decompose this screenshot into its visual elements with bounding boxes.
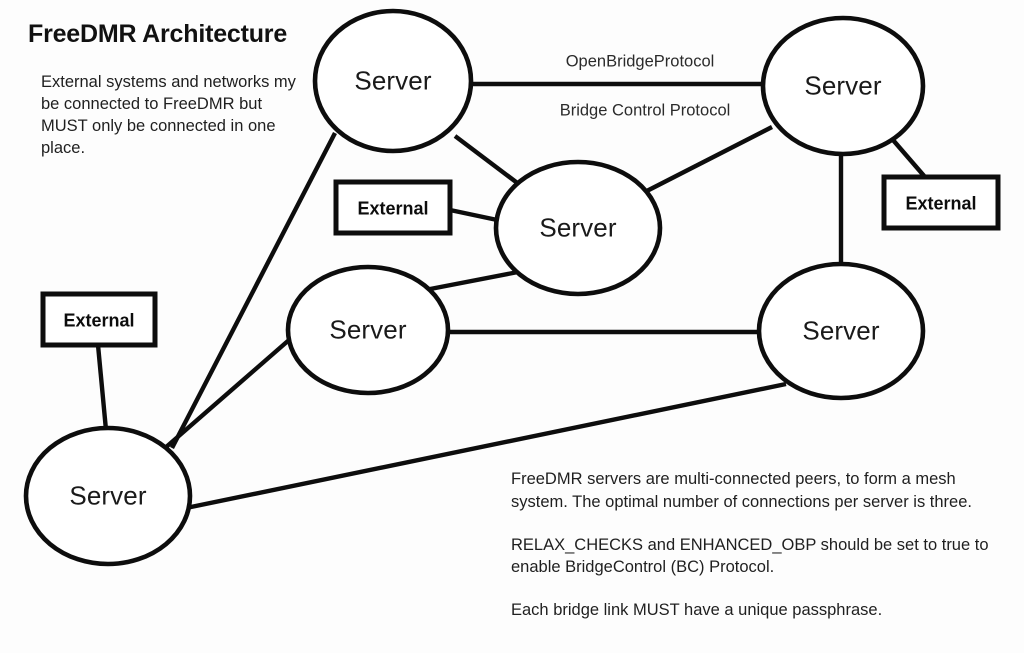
label-external-left: External [63, 310, 135, 330]
node-server-middle[interactable] [493, 159, 663, 297]
label-external-right: External [905, 193, 977, 213]
node-server-bottom-left[interactable] [23, 425, 193, 567]
note-paragraph-2: RELAX_CHECKS and ENHANCED_OBP should be … [511, 535, 989, 577]
connection-server-top-right-to-external-right [891, 138, 927, 179]
connection-server-middle-to-server-mid-left [424, 269, 519, 293]
connection-server-top-left-to-server-middle [453, 134, 526, 190]
node-external-left[interactable] [40, 291, 158, 348]
node-external-right[interactable] [881, 174, 1001, 231]
node-server-mid-right[interactable] [756, 261, 926, 401]
label-server-mid-right: Server [802, 315, 880, 346]
note-paragraph-3: Each bridge link MUST have a unique pass… [511, 601, 883, 620]
nodes-layer [23, 8, 1001, 567]
label-server-bottom-left: Server [69, 480, 147, 511]
node-external-middle[interactable] [333, 179, 453, 236]
connection-server-mid-right-to-server-bottom-left [185, 381, 787, 511]
edges-layer [95, 81, 927, 511]
connection-server-mid-left-to-server-bottom-left [163, 338, 291, 450]
label-server-top-left: Server [354, 65, 432, 96]
page-title: FreeDMR Architecture [28, 20, 288, 48]
notes-block: FreeDMR servers are multi-connected peer… [511, 468, 1016, 622]
node-server-mid-left[interactable] [285, 264, 451, 396]
edge-label-open-bridge-protocol: OpenBridgeProtocol [565, 52, 715, 71]
note-paragraph-1: FreeDMR servers are multi-connected peer… [511, 470, 972, 511]
edge-label-bridge-control-protocol: Bridge Control Protocol [559, 101, 731, 120]
connection-server-top-right-to-server-middle [635, 125, 774, 198]
label-server-mid-left: Server [329, 314, 407, 345]
connection-server-top-left-to-server-bottom-left [170, 131, 337, 450]
label-server-top-right: Server [804, 70, 882, 101]
label-server-middle: Server [539, 212, 617, 243]
node-server-top-left[interactable] [312, 8, 474, 154]
label-external-middle: External [357, 198, 429, 218]
intro-note: External systems and networks my be conn… [41, 73, 296, 157]
connection-external-left-to-server-bottom-left [95, 344, 109, 431]
node-server-top-right[interactable] [760, 15, 926, 157]
connection-external-middle-to-server-middle [449, 207, 503, 224]
